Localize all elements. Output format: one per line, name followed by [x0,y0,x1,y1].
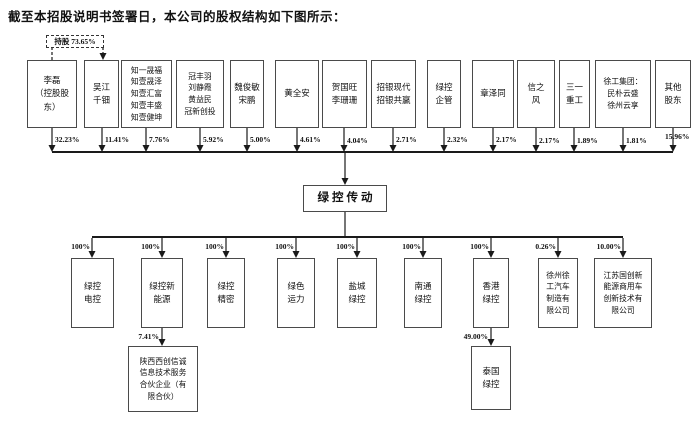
sub-subsidiary-node: 陕西西创信诚 信息技术服务 合伙企业（有 限合伙） [128,346,198,412]
subsidiary-node: 绿色 运力 [277,258,315,328]
ownership-percentage: 5.00% [250,135,271,144]
holding-annotation: 持股 73.65% [46,35,104,48]
shareholder-node: 黄全安 [275,60,319,128]
subsidiary-node: 香港 绿控 [473,258,509,328]
shareholder-node: 徐工集团： 民朴云盛 徐州云享 [595,60,651,128]
ownership-percentage: 100% [205,242,224,251]
subsidiary-node: 南通 绿控 [404,258,442,328]
subsidiary-node: 徐州徐 工汽车 制造有 限公司 [538,258,578,328]
subsidiary-node: 江苏国创新 能源商用车 创新技术有 限公司 [594,258,652,328]
shareholder-node: 信之 风 [517,60,555,128]
shareholder-node: 冠丰羽 刘静霞 黄益民 冠新创投 [176,60,224,128]
ownership-percentage: 49.00% [463,332,488,341]
shareholder-node: 贺国旺 李珊珊 [322,60,367,128]
subsidiary-node: 绿控 精密 [207,258,245,328]
subsidiary-node: 绿控 电控 [71,258,114,328]
shareholder-node: 知一晟福 知壹晟泽 知壹汇富 知壹丰盛 知壹健坤 [121,60,172,128]
ownership-percentage: 100% [336,242,355,251]
ownership-percentage: 32.23% [55,135,80,144]
sub-subsidiary-node: 泰国 绿控 [471,346,511,410]
shareholder-node: 章泽同 [472,60,514,128]
ownership-percentage: 5.92% [203,135,224,144]
ownership-percentage: 0.26% [535,242,556,251]
shareholder-node: 其他 股东 [655,60,691,128]
ownership-percentage: 10.00% [596,242,621,251]
shareholder-node: 招银现代 招银共赢 [371,60,416,128]
ownership-percentage: 2.32% [447,135,468,144]
ownership-percentage: 7.76% [149,135,170,144]
shareholder-node: 魏俊敏 宋鹏 [230,60,264,128]
shareholder-node: 三一 重工 [559,60,590,128]
ownership-percentage: 1.81% [626,136,647,145]
ownership-percentage: 2.17% [539,136,560,145]
ownership-percentage: 7.41% [138,332,159,341]
ownership-percentage: 1.89% [577,136,598,145]
subsidiary-node: 绿控新 能源 [141,258,183,328]
shareholder-node: 吴江 千钿 [84,60,119,128]
ownership-percentage: 100% [402,242,421,251]
company-node: 绿控传动 [303,185,387,212]
ownership-percentage: 4.04% [347,136,368,145]
shareholder-node: 绿控 企管 [427,60,461,128]
ownership-percentage: 15.96% [665,132,690,141]
ownership-percentage: 100% [275,242,294,251]
ownership-percentage: 100% [470,242,489,251]
ownership-percentage: 100% [141,242,160,251]
ownership-percentage: 2.71% [396,135,417,144]
ownership-percentage: 11.41% [105,135,129,144]
ownership-percentage: 4.61% [300,135,321,144]
shareholder-node: 李磊 （控股股 东） [27,60,77,128]
ownership-percentage: 100% [71,242,90,251]
subsidiary-node: 盐城 绿控 [337,258,377,328]
ownership-percentage: 2.17% [496,135,517,144]
caption-text: 截至本招股说明书签署日，本公司的股权结构如下图所示： [8,10,347,24]
